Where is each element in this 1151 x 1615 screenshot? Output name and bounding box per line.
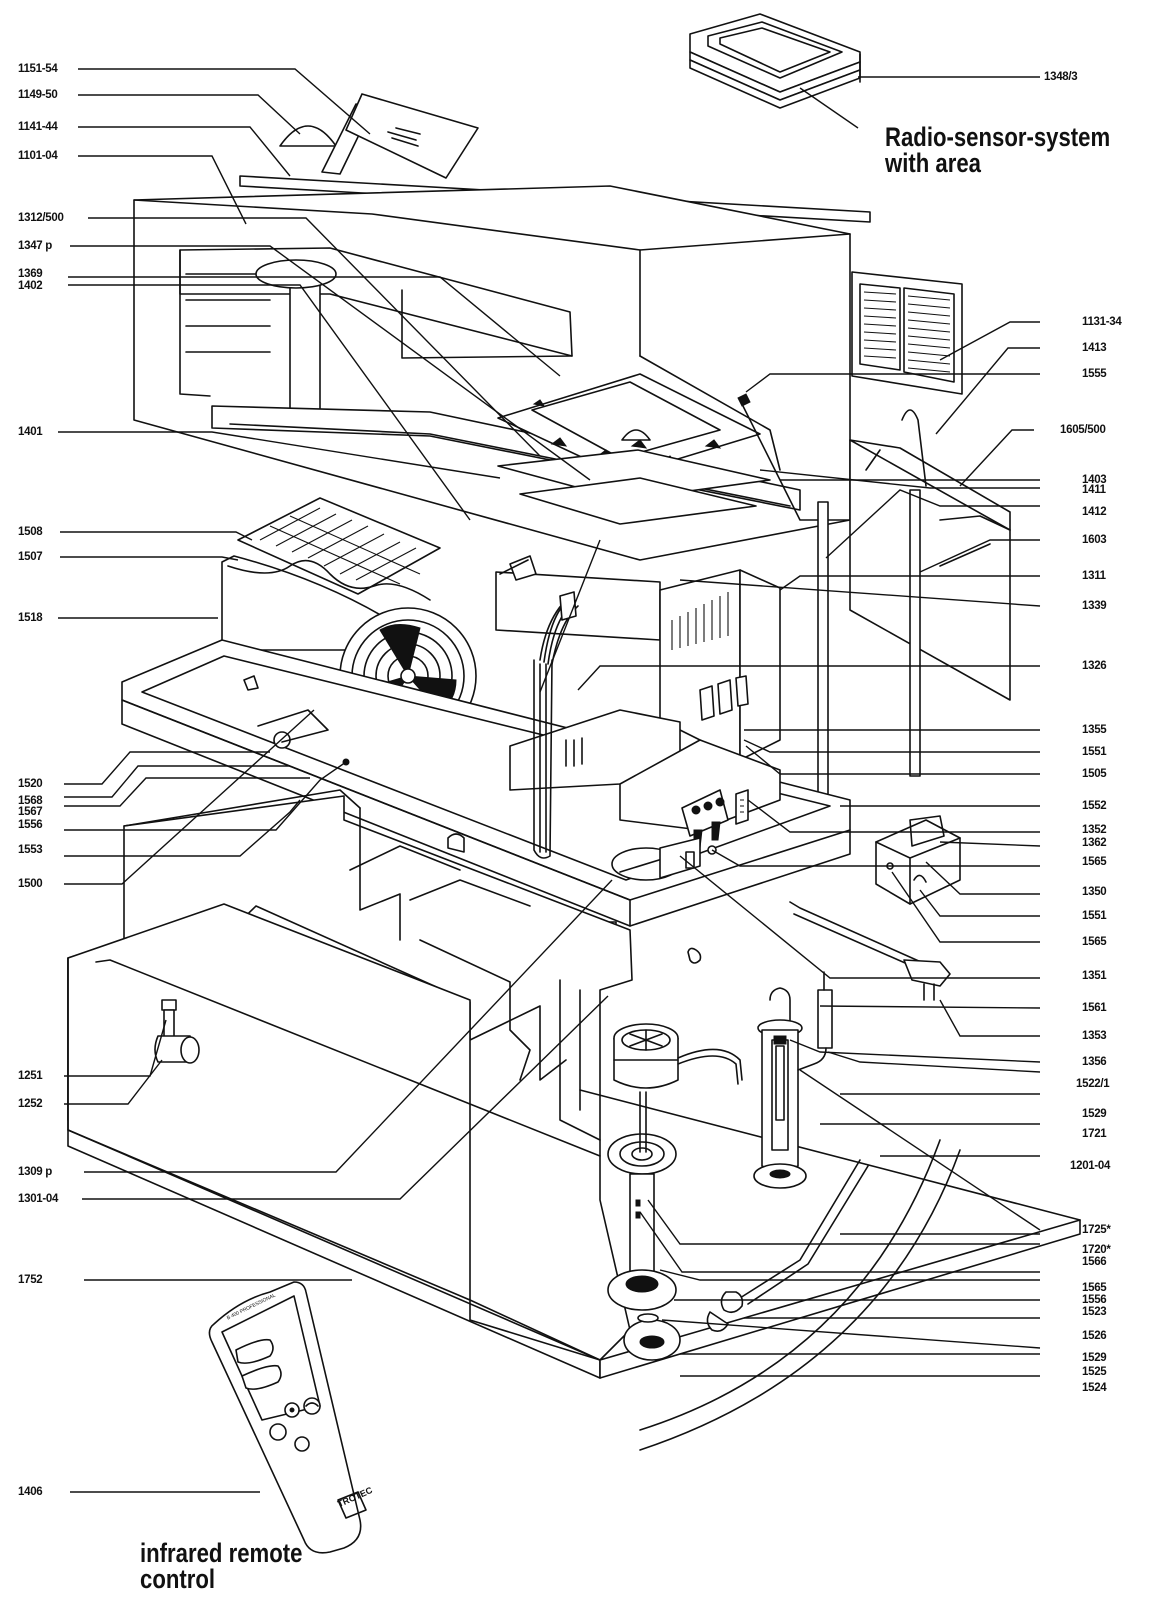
- part-label-1720: 1720*: [1082, 1244, 1111, 1256]
- part-label-1529-a: 1529: [1082, 1108, 1107, 1120]
- part-label-1141-44: 1141-44: [18, 121, 58, 133]
- part-label-1725: 1725*: [1082, 1224, 1111, 1236]
- part-label-1556-b: 1556: [1082, 1294, 1107, 1306]
- part-label-1353: 1353: [1082, 1030, 1107, 1042]
- power-plug: [789, 901, 951, 1001]
- part-label-1721: 1721: [1082, 1128, 1107, 1140]
- radio-sensor-icon: [689, 13, 861, 109]
- part-label-1401: 1401: [18, 426, 43, 438]
- part-label-1131-34: 1131-34: [1082, 316, 1122, 328]
- part-label-1518: 1518: [18, 612, 43, 624]
- part-label-1508: 1508: [18, 526, 43, 538]
- part-label-1568: 1568: [18, 795, 43, 807]
- part-label-1523: 1523: [1082, 1306, 1107, 1318]
- part-label-1326: 1326: [1082, 660, 1107, 672]
- part-label-1567: 1567: [18, 806, 43, 818]
- part-label-1402: 1402: [18, 280, 43, 292]
- part-label-1565-a: 1565: [1082, 856, 1107, 868]
- right-leader-lines: [577, 321, 1041, 1377]
- part-label-1526: 1526: [1082, 1330, 1107, 1342]
- part-label-1553: 1553: [18, 844, 43, 856]
- part-label-1605-500: 1605/500: [1060, 424, 1106, 436]
- part-label-1301-04: 1301-04: [18, 1193, 59, 1205]
- level-sensor-column: [753, 971, 833, 1189]
- part-label-1524: 1524: [1082, 1382, 1107, 1394]
- part-label-1312-500: 1312/500: [18, 212, 64, 224]
- part-label-1565-b: 1565: [1082, 936, 1107, 948]
- radio-sensor-caption: Radio-sensor-system with area: [885, 122, 1111, 178]
- side-grille: [851, 271, 963, 395]
- part-label-1752: 1752: [18, 1274, 43, 1286]
- part-label-1369: 1369: [18, 268, 43, 280]
- part-label-1352: 1352: [1082, 824, 1107, 836]
- part-label-1251: 1251: [18, 1070, 43, 1082]
- part-label-1101-04: 1101-04: [18, 150, 58, 162]
- part-label-1406: 1406: [18, 1486, 43, 1498]
- part-label-1351: 1351: [1082, 970, 1107, 982]
- upper-housing: [133, 185, 851, 561]
- part-label-1566: 1566: [1082, 1256, 1107, 1268]
- part-label-1555: 1555: [1082, 368, 1107, 380]
- part-label-1529-b: 1529: [1082, 1352, 1107, 1364]
- part-label-1348-3: 1348/3: [1044, 71, 1078, 83]
- drain-hose: [623, 1159, 869, 1361]
- part-label-1552: 1552: [1082, 800, 1107, 812]
- part-label-1151-54: 1151-54: [18, 63, 58, 75]
- left-leader-lines: [58, 68, 613, 1493]
- part-label-1311: 1311: [1082, 570, 1106, 582]
- part-label-1309p: 1309 p: [18, 1166, 53, 1178]
- part-label-1355: 1355: [1082, 724, 1107, 736]
- part-label-1500: 1500: [18, 878, 43, 890]
- part-label-1362: 1362: [1082, 837, 1107, 849]
- pump-assembly: [607, 947, 743, 1311]
- remote-control-icon: [208, 1281, 367, 1554]
- part-label-1520: 1520: [18, 778, 43, 790]
- part-label-1556: 1556: [18, 819, 43, 831]
- part-label-1551-b: 1551: [1082, 910, 1107, 922]
- part-label-1350: 1350: [1082, 886, 1107, 898]
- cable-bundle: [533, 591, 579, 859]
- part-label-1339: 1339: [1082, 600, 1107, 612]
- part-label-1505: 1505: [1082, 768, 1107, 780]
- part-label-1603: 1603: [1082, 534, 1107, 546]
- part-label-1201-04: 1201-04: [1070, 1160, 1111, 1172]
- part-label-1561: 1561: [1082, 1002, 1107, 1014]
- part-label-1252: 1252: [18, 1098, 43, 1110]
- power-supply-box: [875, 815, 961, 905]
- part-label-1413: 1413: [1082, 342, 1107, 354]
- part-label-1412: 1412: [1082, 506, 1107, 518]
- part-label-1565-c: 1565: [1082, 1282, 1107, 1294]
- part-label-1149-50: 1149-50: [18, 89, 58, 101]
- part-label-1522-1: 1522/1: [1076, 1078, 1110, 1090]
- part-label-1525: 1525: [1082, 1366, 1107, 1378]
- float-assembly: [611, 837, 701, 881]
- part-label-1507: 1507: [18, 551, 43, 563]
- remote-caption: infrared remote control: [140, 1538, 303, 1594]
- part-label-1356: 1356: [1082, 1056, 1107, 1068]
- part-label-1551-a: 1551: [1082, 746, 1107, 758]
- part-label-1411: 1411: [1082, 484, 1106, 496]
- part-label-1403: 1403: [1082, 474, 1107, 486]
- drain-valve: [154, 999, 200, 1064]
- part-label-1347p: 1347 p: [18, 240, 53, 252]
